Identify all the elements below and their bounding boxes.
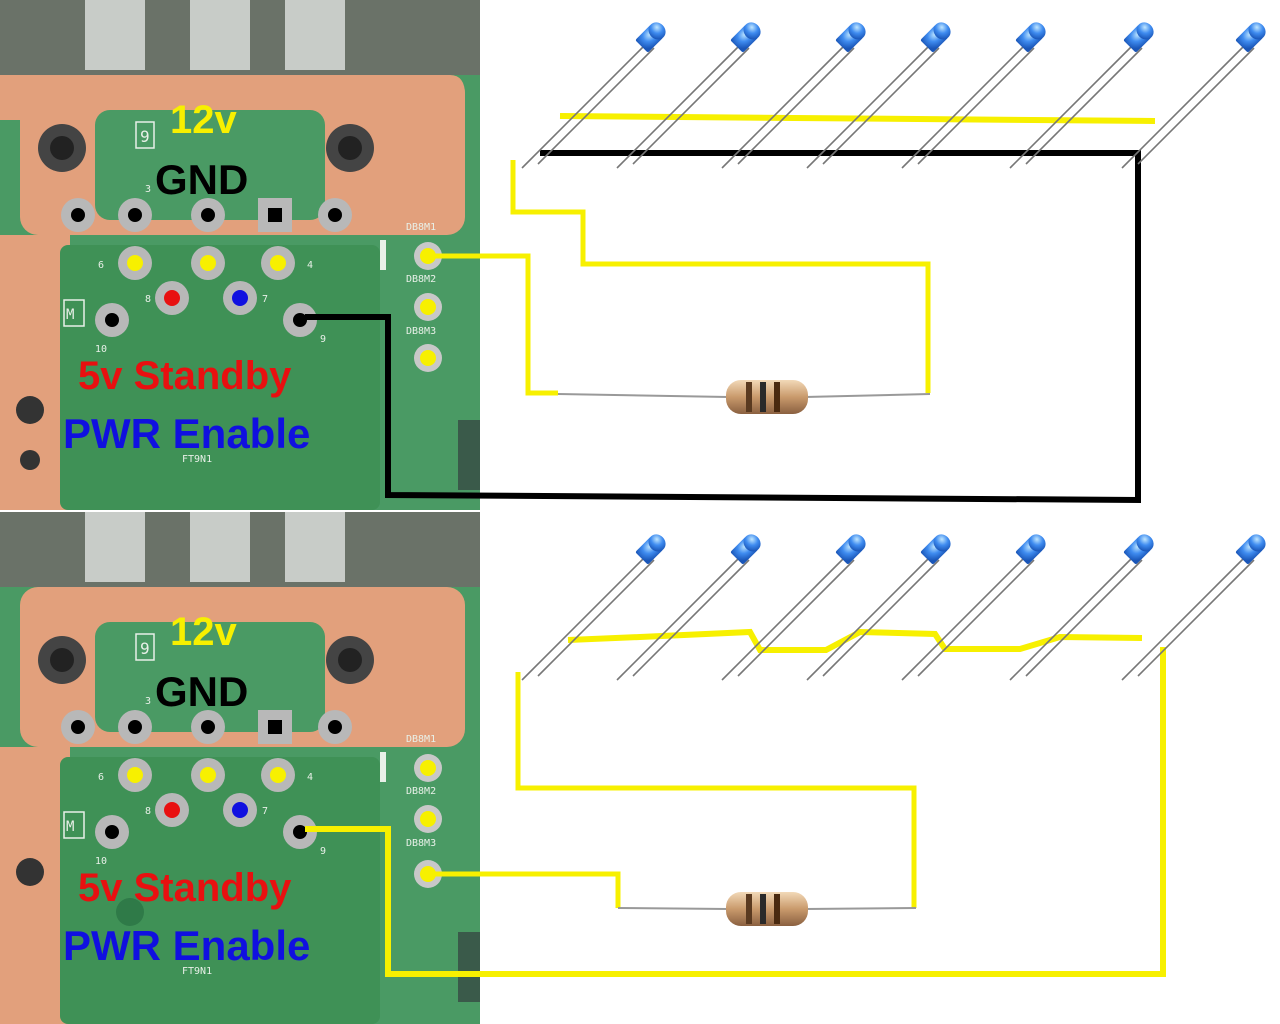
- led-icon: [806, 22, 951, 169]
- silk-text: FT9N1: [182, 454, 212, 465]
- led-icon: [521, 22, 666, 169]
- pcb-photo: [0, 512, 480, 1024]
- led-row-bottom: [521, 534, 1266, 681]
- silk-text: 3: [145, 184, 151, 195]
- silk-text: 10: [95, 344, 107, 355]
- led-icon: [616, 534, 761, 681]
- wire-yellow-pin9-loop: [305, 647, 1166, 977]
- led-icon: [1121, 534, 1266, 681]
- led-icon: [616, 22, 761, 169]
- silk-text: 4: [307, 772, 313, 783]
- led-icon: [806, 534, 951, 681]
- silk-text: 10: [95, 856, 107, 867]
- silk-text: 9: [320, 334, 326, 345]
- led-icon: [1009, 22, 1154, 169]
- silk-text: 9: [140, 639, 150, 658]
- wire-black-cathode-bus: [305, 150, 1141, 504]
- led-icon: [1009, 534, 1154, 681]
- panel-bottom: 9 3 6 8 7 4 9 10 M DB8M1 DB8M2 DB8M3 FT9…: [0, 512, 1266, 1024]
- wire-yellow-db8m3: [428, 871, 621, 908]
- led-row-top: [521, 22, 1266, 169]
- wire-yellow-led-feed: [510, 160, 931, 393]
- silk-text: 4: [307, 260, 313, 271]
- silk-text: 8: [145, 806, 151, 817]
- label-pwr-enable: PWR Enable: [63, 922, 310, 969]
- label-5v-standby: 5v Standby: [78, 354, 292, 398]
- silk-text: 8: [145, 294, 151, 305]
- silk-text: 6: [98, 260, 104, 271]
- silk-text: FT9N1: [182, 966, 212, 977]
- resistor-icon: [617, 892, 917, 926]
- wire-yellow-anode-bus: [567, 628, 1143, 653]
- resistor-icon: [557, 380, 931, 414]
- wire-yellow-led-feed: [515, 672, 917, 908]
- panel-top: 9 3 6 8 7 4 9 10 M DB8M1 DB8M2 DB8M3 FT9…: [0, 0, 1266, 510]
- silk-text: DB8M3: [406, 838, 436, 849]
- label-5v-standby: 5v Standby: [78, 866, 292, 910]
- silk-text: 9: [320, 846, 326, 857]
- label-12v: 12v: [170, 98, 237, 142]
- silk-text: 7: [262, 294, 268, 305]
- label-pwr-enable: PWR Enable: [63, 410, 310, 457]
- silk-text: 7: [262, 806, 268, 817]
- led-icon: [1121, 22, 1266, 169]
- silkscreen: 9 3 6 8 7 4 9 10 M DB8M1 DB8M2 DB8M3 FT9…: [63, 121, 436, 465]
- label-gnd: GND: [155, 668, 248, 715]
- silk-text: M: [66, 819, 74, 835]
- silk-text: 3: [145, 696, 151, 707]
- connector-pins: [61, 198, 442, 372]
- wire-yellow-db8m1: [428, 253, 558, 396]
- silk-text: DB8M3: [406, 326, 436, 337]
- led-icon: [901, 22, 1046, 169]
- led-icon: [521, 534, 666, 681]
- silk-text: M: [66, 307, 74, 323]
- label-gnd: GND: [155, 156, 248, 203]
- silkscreen: 9 3 6 8 7 4 9 10 M DB8M1 DB8M2 DB8M3 FT9…: [63, 633, 436, 977]
- led-icon: [721, 22, 866, 169]
- silk-text: 9: [140, 127, 150, 146]
- silk-text: DB8M1: [406, 222, 436, 233]
- silk-text: DB8M1: [406, 734, 436, 745]
- led-icon: [721, 534, 866, 681]
- wires-bottom: [305, 628, 1166, 977]
- silk-text: DB8M2: [406, 274, 436, 285]
- silk-text: DB8M2: [406, 786, 436, 797]
- label-12v: 12v: [170, 610, 237, 654]
- led-icon: [901, 534, 1046, 681]
- pcb-photo: [0, 0, 480, 510]
- silk-text: 6: [98, 772, 104, 783]
